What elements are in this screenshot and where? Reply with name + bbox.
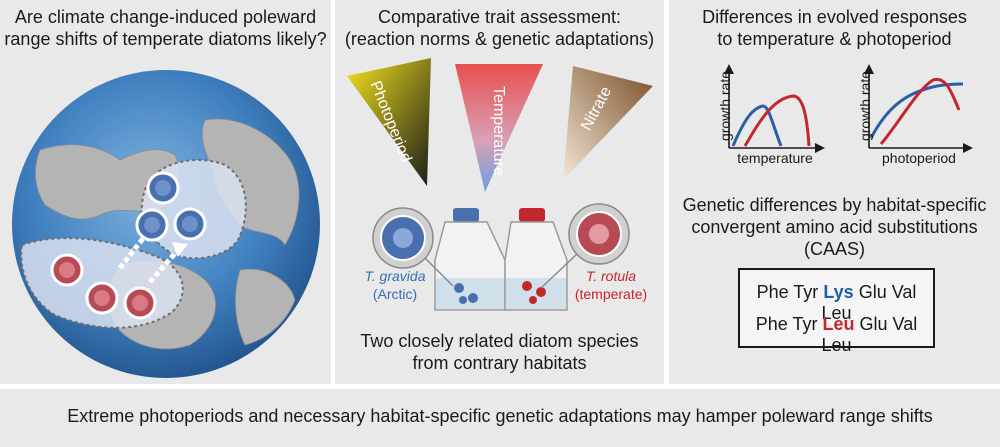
seq1-suffix: Glu Val Leu bbox=[821, 282, 917, 323]
panel3-title-line1: Differences in evolved responses bbox=[702, 7, 967, 27]
globe-illustration bbox=[12, 70, 320, 378]
seq1-prefix: Phe Tyr bbox=[756, 282, 819, 302]
panel2-caption-line2: from contrary habitats bbox=[412, 353, 587, 373]
temperate-curve-photoperiod bbox=[879, 77, 961, 145]
seq1-substitution: Lys bbox=[823, 282, 854, 302]
temperature-gradient bbox=[455, 64, 543, 192]
genetic-line1: Genetic differences by habitat-specific bbox=[682, 195, 987, 215]
flask-temperate bbox=[504, 208, 568, 311]
panel2-title-line1: Comparative trait assessment: bbox=[377, 7, 622, 27]
plot-temperature bbox=[724, 64, 825, 153]
land-mass bbox=[235, 268, 296, 346]
panel1-title-line2: range shifts of temperate diatoms likely… bbox=[4, 29, 327, 49]
seq2-prefix: Phe Tyr bbox=[755, 314, 818, 334]
sequence-arctic: Phe Tyr Lys Glu Val Leu bbox=[740, 282, 933, 324]
panel-trait-assessment: Comparative trait assessment: (reaction … bbox=[335, 0, 664, 384]
species-left-habitat: (Arctic) bbox=[372, 286, 418, 302]
conclusion-text: Extreme photoperiods and necessary habit… bbox=[67, 406, 933, 426]
right-plot-ylabel: growth rate bbox=[857, 70, 873, 142]
species-right-habitat: (temperate) bbox=[574, 286, 648, 302]
temperate-diatoms bbox=[50, 253, 157, 320]
temperature-label: Temperature bbox=[490, 86, 507, 176]
genetic-line2: convergent amino acid substitutions bbox=[691, 217, 978, 237]
panel-evolved-responses: Differences in evolved responses to temp… bbox=[669, 0, 1000, 384]
left-plot-xlabel: temperature bbox=[737, 150, 813, 166]
panel1-title-line1: Are climate change-induced poleward bbox=[14, 7, 317, 27]
temperate-curve-temperature bbox=[743, 94, 811, 147]
trait-illustration bbox=[347, 58, 653, 311]
left-plot-ylabel: growth rate bbox=[717, 70, 733, 142]
seq2-suffix: Glu Val Leu bbox=[821, 314, 918, 355]
sequence-box: Phe Tyr Lys Glu Val Leu Phe Tyr Leu Glu … bbox=[738, 268, 935, 355]
seq2-substitution: Leu bbox=[822, 314, 855, 334]
panel3-title-line2: to temperature & photoperiod bbox=[717, 29, 952, 49]
arctic-curve-photoperiod bbox=[869, 82, 964, 139]
plot-photoperiod bbox=[864, 64, 973, 153]
flask-arctic bbox=[434, 208, 506, 311]
species-right-name: T. rotula bbox=[585, 268, 637, 284]
arctic-curve-temperature bbox=[731, 104, 783, 147]
magnifier-arctic bbox=[372, 207, 454, 287]
panel2-caption-line1: Two closely related diatom species bbox=[360, 331, 639, 351]
panel-range-shift: Are climate change-induced poleward rang… bbox=[0, 0, 331, 384]
arctic-diatoms bbox=[135, 171, 207, 242]
response-plots bbox=[724, 64, 973, 153]
photoperiod-label-box: Photoperiod bbox=[365, 68, 414, 178]
genetic-line3: (CAAS) bbox=[803, 239, 865, 259]
nitrate-gradient bbox=[563, 66, 653, 180]
species-left-name: T. gravida bbox=[364, 268, 426, 284]
magnifier-temperate bbox=[540, 203, 630, 289]
photoperiod-gradient bbox=[347, 58, 431, 186]
panel2-title-line2: (reaction norms & genetic adaptations) bbox=[344, 29, 655, 49]
right-plot-xlabel: photoperiod bbox=[882, 150, 956, 166]
panel-conclusion: Extreme photoperiods and necessary habit… bbox=[0, 389, 1000, 447]
sequence-temperate: Phe Tyr Leu Glu Val Leu bbox=[740, 314, 933, 356]
